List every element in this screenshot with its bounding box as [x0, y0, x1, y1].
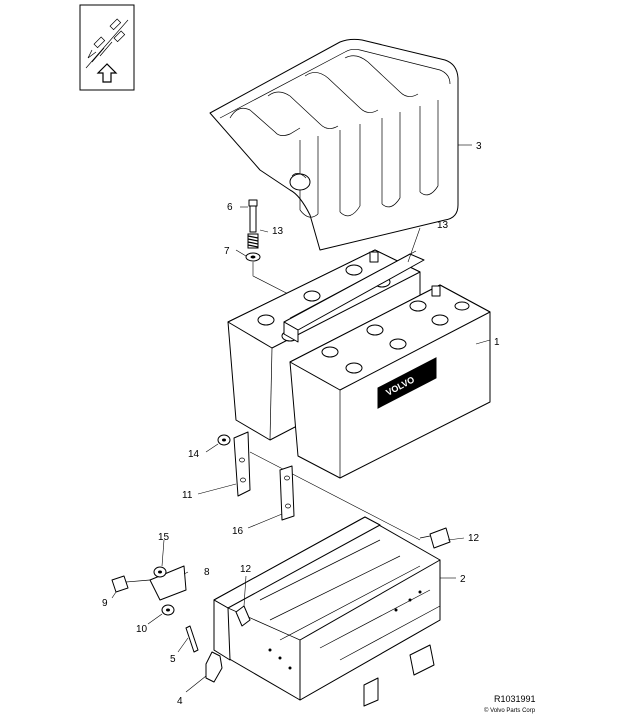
up-arrow-icon — [96, 63, 118, 83]
clamp-4 — [205, 651, 223, 683]
nut-13-lower — [153, 566, 167, 578]
battery-cover — [209, 38, 459, 251]
nut-10 — [161, 604, 175, 616]
leader-lines — [111, 144, 491, 693]
callout-5: 5 — [170, 654, 176, 665]
callout-7: 7 — [224, 246, 230, 257]
pin-5 — [185, 625, 199, 653]
callout-12-right: 12 — [468, 533, 480, 544]
callout-12-left: 12 — [240, 564, 252, 575]
battery-box — [213, 516, 441, 707]
bracket-11 — [233, 431, 251, 497]
callout-16: 16 — [232, 526, 244, 537]
battery-front: VOLVO — [289, 284, 491, 479]
callout-4: 4 — [177, 696, 183, 707]
callout-2: 2 — [460, 574, 466, 585]
callout-15: 13 — [272, 226, 284, 237]
nut-13-upper — [217, 434, 231, 446]
callout-13-upper: 14 — [188, 449, 200, 460]
reference-number: R1031991 — [494, 694, 536, 704]
callout-9: 9 — [102, 598, 108, 609]
callout-1: 1 — [494, 337, 500, 348]
plate-16 — [279, 465, 295, 521]
callout-11: 11 — [182, 490, 193, 501]
callout-3: 3 — [476, 141, 482, 152]
bolt-9 — [111, 575, 151, 593]
callout-6: 6 — [227, 202, 233, 213]
bracket-8 — [149, 565, 187, 601]
orientation-icon — [79, 4, 135, 91]
spring — [247, 233, 259, 249]
callout-10: 10 — [136, 624, 148, 635]
callout-13-lower: 15 — [158, 532, 170, 543]
callout-14: 13 — [437, 220, 449, 231]
copyright-text: © Volvo Parts Corp — [484, 707, 536, 714]
cover-bolt — [248, 199, 258, 233]
volvo-label-plate — [377, 357, 437, 409]
bolt-12-right — [419, 527, 451, 549]
washer — [245, 252, 261, 262]
bolt-12-left — [235, 605, 251, 627]
callouts: 3 1 2 13 6 13 7 14 11 16 12 12 15 8 9 10… — [102, 141, 500, 707]
callout-8: 8 — [204, 567, 210, 578]
hold-down-bar — [283, 250, 425, 343]
